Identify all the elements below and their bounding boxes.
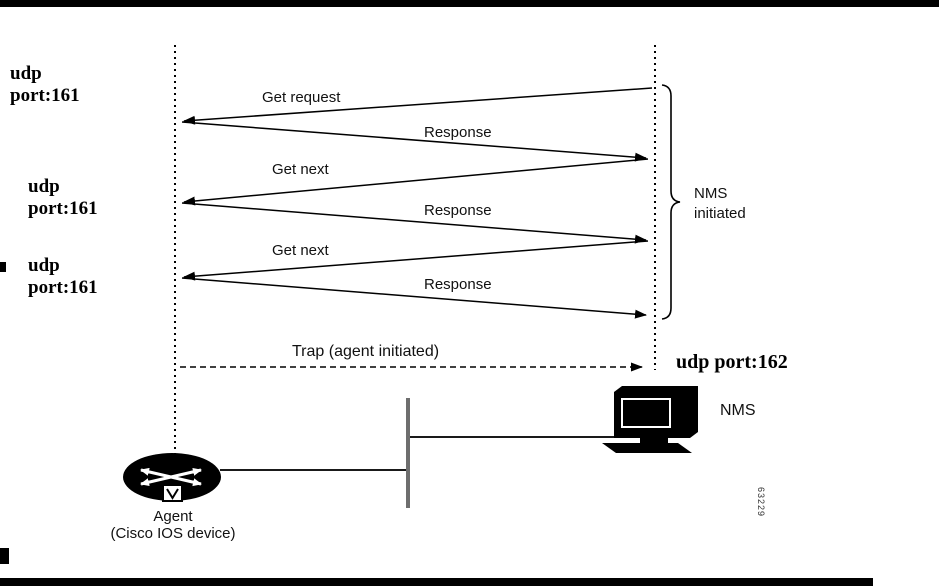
agent-subtitle: (Cisco IOS device) — [110, 525, 236, 542]
get-next-label-2: Get next — [272, 242, 329, 259]
udp-port-label-1-line2: port:161 — [10, 85, 80, 106]
response-label-1: Response — [424, 124, 492, 141]
router-icon — [123, 453, 221, 502]
nms-caption: NMS — [720, 402, 756, 419]
router-badge-chevron — [166, 488, 179, 500]
nms-initiated-brace — [661, 84, 681, 320]
left-edge-artifact-1 — [0, 262, 6, 272]
udp-port-label-2-line2: port:161 — [28, 198, 98, 219]
get-next-label-1: Get next — [272, 161, 329, 178]
get-request-arrow — [183, 87, 653, 125]
get-request-label: Get request — [262, 89, 341, 106]
response-label-3: Response — [424, 276, 492, 293]
udp-port-label-1: udp port:161 — [10, 63, 80, 107]
response-arrow-2 — [181, 202, 647, 244]
figure-number: 63229 — [756, 487, 766, 518]
nms-computer-icon — [602, 386, 698, 453]
response-arrow-3 — [181, 277, 647, 319]
udp-port-label-1-line1: udp — [10, 63, 42, 84]
response-arrow-1 — [181, 121, 647, 162]
bottom-edge-bar — [0, 578, 873, 586]
response-label-2: Response — [424, 202, 492, 219]
top-edge-bar — [0, 0, 939, 7]
get-next-arrow-1 — [183, 158, 649, 206]
trap-label: Trap (agent initiated) — [292, 343, 440, 360]
nms-initiated-label-line1: NMS — [694, 185, 728, 202]
agent-title: Agent — [153, 508, 193, 525]
udp-port-label-3: udp port:161 — [28, 255, 98, 299]
udp-port-label-2-line1: udp — [28, 176, 60, 197]
nms-initiated-label-line2: initiated — [694, 205, 746, 222]
get-next-arrow-2 — [183, 240, 649, 281]
udp-port-label-3-line1: udp — [28, 255, 60, 276]
nms-initiated-label: NMS initiated — [694, 184, 746, 224]
left-edge-artifact-2 — [0, 548, 9, 564]
nms-udp-port-label: udp port:162 — [676, 351, 788, 373]
udp-port-label-2: udp port:161 — [28, 176, 98, 220]
agent-caption: Agent (Cisco IOS device) — [53, 508, 293, 542]
udp-port-label-3-line2: port:161 — [28, 277, 98, 298]
